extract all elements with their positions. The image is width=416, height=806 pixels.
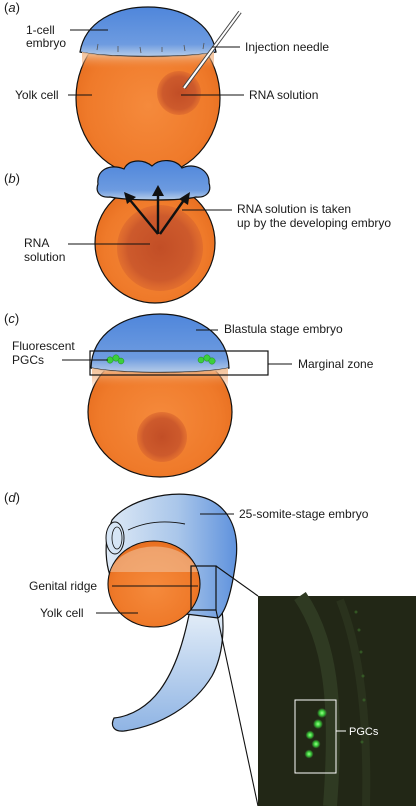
label-pgcs-c-line2: PGCs: [12, 353, 44, 367]
label-1-cell-embryo: 1-cell embryo: [26, 23, 66, 50]
label-blastula: Blastula stage embryo: [224, 322, 343, 336]
rna-solution-spot: [157, 71, 201, 115]
label-uptake: RNA solution is taken up by the developi…: [237, 202, 391, 230]
label-pgcs-c-line1: Fluorescent: [12, 339, 75, 353]
somite-stage-embryo: [105, 493, 238, 732]
panel-b-letter: (b): [4, 171, 20, 186]
marginal-zone-box: [89, 350, 269, 376]
label-rna-solution-b: RNA solution: [24, 236, 65, 264]
label-uptake-line2: up by the developing embryo: [237, 216, 391, 230]
label-uptake-line1: RNA solution is taken: [237, 202, 351, 216]
panel-b: (b) RNA solution is taken up by the deve…: [4, 160, 391, 304]
panel-a-letter: (a): [4, 0, 20, 15]
zoom-line-top: [215, 565, 259, 597]
panel-c: (c) Blastula stage embryo Fluorescent PG…: [4, 311, 374, 478]
label-genital-ridge: Genital ridge: [29, 579, 97, 593]
injection-needle: [182, 10, 242, 90]
fluorescent-pgcs-left: [106, 354, 125, 365]
embryo-cap-b: [96, 160, 211, 201]
fluorescence-micrograph: PGCs: [258, 592, 416, 806]
label-injection-needle: Injection needle: [245, 40, 329, 54]
label-embryo-line2: embryo: [26, 36, 66, 50]
pgc-inset-box: [294, 699, 337, 774]
zoom-line-bottom: [215, 609, 259, 806]
label-embryo-line1: 1-cell: [26, 23, 55, 37]
label-marginal-zone: Marginal zone: [298, 357, 374, 371]
label-pgcs-d: PGCs: [349, 726, 379, 738]
fluorescent-pgcs-right: [197, 354, 216, 365]
background-autofluorescence: [354, 610, 366, 744]
cap-yolk-fade: [82, 52, 214, 70]
label-rna-b-line1: RNA: [24, 236, 49, 250]
micrograph-pgcs: [304, 708, 327, 759]
panel-c-letter: (c): [4, 311, 19, 326]
rna-solution-spot-c: [137, 412, 187, 462]
label-rna-solution-a: RNA solution: [249, 88, 318, 102]
embryo-eye: [105, 521, 125, 555]
panel-d: (d) 25-somite-stage embryo Genital ridge…: [4, 490, 416, 806]
panel-d-letter: (d): [4, 490, 20, 505]
label-yolk-cell-a: Yolk cell: [15, 88, 59, 102]
cap-yolk-fade-c: [92, 368, 228, 388]
yolk-fade-d: [110, 546, 198, 572]
one-cell-embryo: [75, 6, 242, 177]
embryo-eye-inner: [111, 526, 123, 550]
rna-solution-spot-b: [117, 205, 203, 291]
genital-ridge-box: [190, 565, 217, 611]
label-rna-b-line2: solution: [24, 250, 65, 264]
uptake-arrows: [124, 185, 190, 235]
embryo-tail: [111, 609, 224, 732]
cap-texture: [96, 42, 205, 54]
label-fluorescent-pgcs: Fluorescent PGCs: [12, 339, 78, 367]
label-25-somite: 25-somite-stage embryo: [239, 507, 369, 521]
label-yolk-cell-d: Yolk cell: [40, 606, 84, 620]
blastula-cap: [90, 313, 230, 374]
micrograph-tissue-edge: [294, 592, 340, 806]
panel-a: (a) 1-cell embryo Injection needle Yolk: [4, 0, 329, 177]
embryo-cap: [79, 6, 217, 58]
embryo-brain-line: [127, 521, 186, 531]
